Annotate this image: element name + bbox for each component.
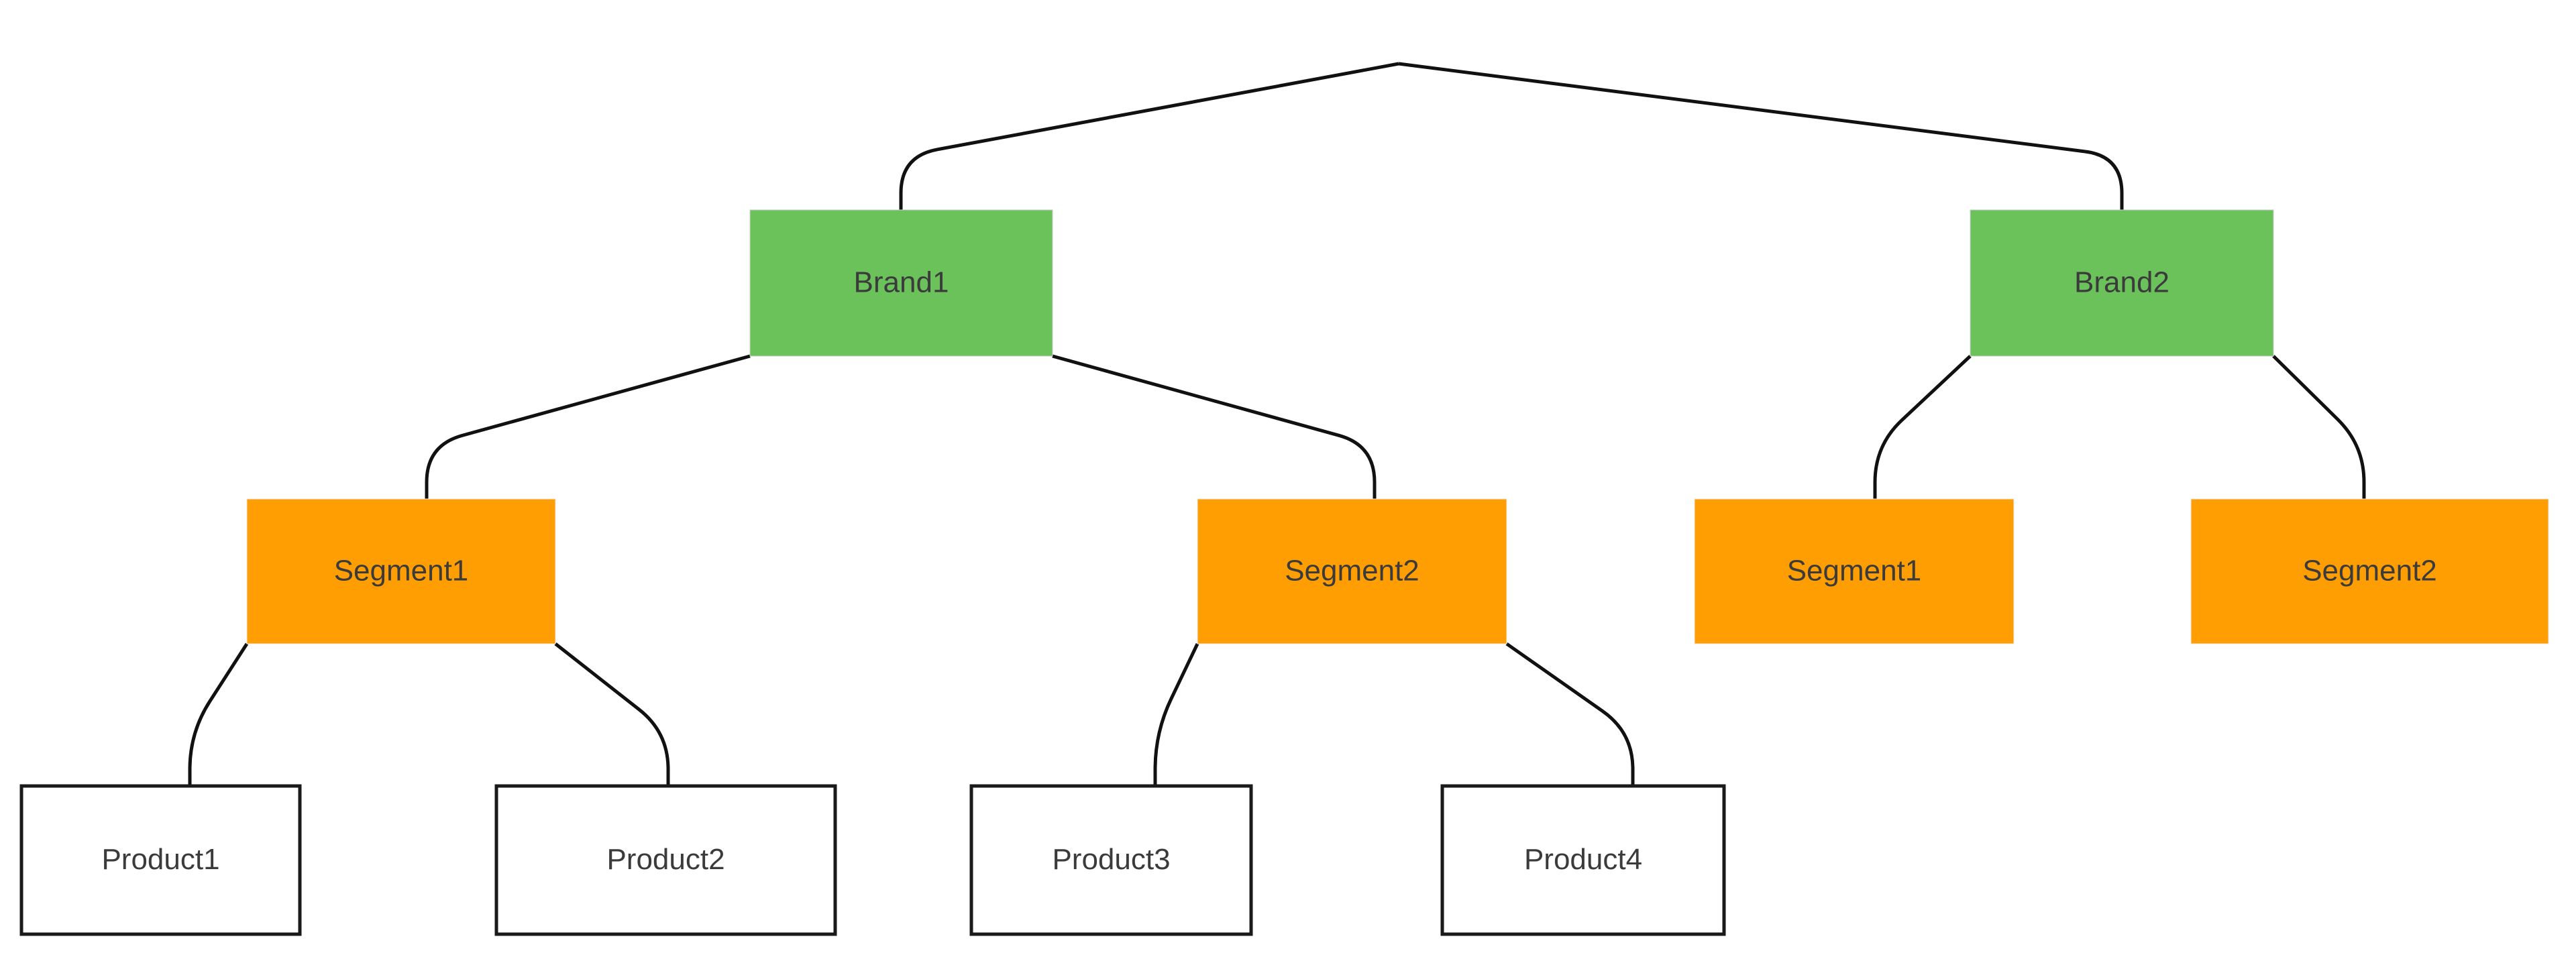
tree-node-product2[interactable]: Product2 (494, 784, 837, 936)
tree-node-b2-seg1[interactable]: Segment1 (1694, 498, 2015, 644)
node-box-product[interactable] (969, 784, 1253, 936)
tree-node-brand1[interactable]: Brand1 (749, 209, 1053, 357)
tree-edge (554, 642, 670, 786)
tree-node-b1-seg2[interactable]: Segment2 (1197, 498, 1507, 644)
tree-node-b1-seg1[interactable]: Segment1 (246, 498, 556, 644)
tree-edge (188, 642, 249, 786)
tree-node-brand2[interactable]: Brand2 (1970, 209, 2274, 357)
node-box-brand[interactable] (749, 209, 1053, 357)
node-box-segment[interactable] (2190, 498, 2549, 644)
tree-edge (1873, 355, 1972, 499)
node-box-segment[interactable] (246, 498, 556, 644)
tree-edge (899, 62, 1399, 210)
node-box-product[interactable] (1440, 784, 1726, 936)
node-box-segment[interactable] (1694, 498, 2015, 644)
tree-node-product1[interactable]: Product1 (19, 784, 302, 936)
node-box-segment[interactable] (1197, 498, 1507, 644)
tree-edge (425, 354, 751, 499)
tree-node-product3[interactable]: Product3 (969, 784, 1253, 936)
edges-layer (188, 62, 2366, 786)
tree-node-product4[interactable]: Product4 (1440, 784, 1726, 936)
tree-edge (1052, 354, 1377, 499)
node-box-product[interactable] (19, 784, 302, 936)
tree-edge (1398, 62, 2124, 210)
tree-edge (1505, 642, 1635, 786)
node-box-product[interactable] (494, 784, 837, 936)
tree-edge (2272, 355, 2366, 499)
node-box-brand[interactable] (1970, 209, 2274, 357)
tree-edge (1153, 642, 1199, 786)
tree-node-b2-seg2[interactable]: Segment2 (2190, 498, 2549, 644)
